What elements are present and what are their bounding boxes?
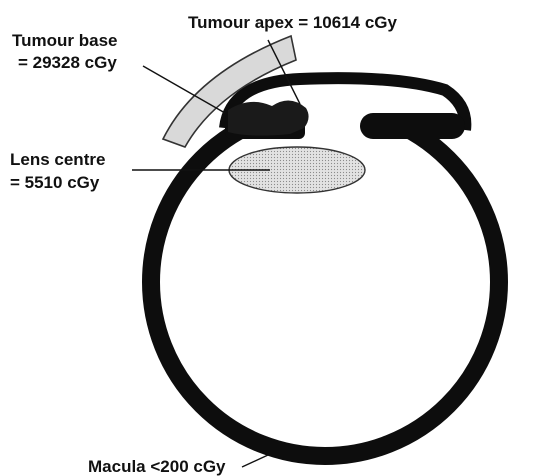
lens-centre-label-line2: = 5510 cGy: [10, 173, 100, 192]
tumour-apex-label: Tumour apex = 10614 cGy: [188, 13, 398, 32]
iris-right: [360, 113, 465, 139]
macula-label: Macula <200 cGy: [88, 457, 226, 476]
tumour-base-label-line1: Tumour base: [12, 31, 117, 50]
macula-leader: [242, 455, 268, 467]
tumour-base-label-line2: = 29328 cGy: [18, 53, 117, 72]
lens-centre-label-line1: Lens centre: [10, 150, 105, 169]
tumour-mass: [228, 100, 309, 135]
